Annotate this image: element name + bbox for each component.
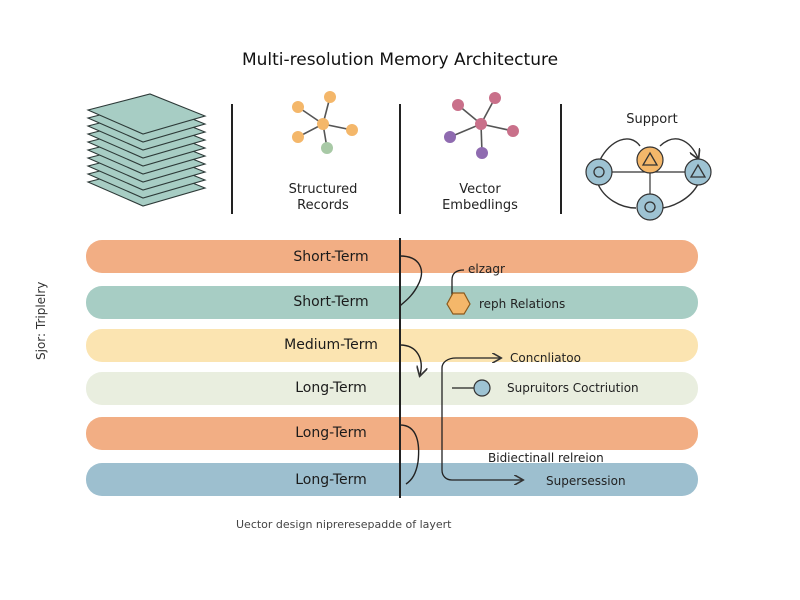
- graph-relations-hexagon-icon: [446, 292, 471, 315]
- vector-caption-line-1: Vector: [459, 182, 501, 197]
- vector-embeddings-caption: Vector Embedlings: [420, 182, 540, 214]
- memory-band-3: [86, 329, 698, 362]
- footnote: Uector design nipreresepadde of layert: [236, 518, 452, 531]
- memory-band-4: [86, 372, 698, 405]
- structured-records-graph-icon: [292, 91, 358, 154]
- structured-caption-line-2: Records: [297, 198, 349, 213]
- stack-layer-10: [86, 93, 207, 135]
- band-label-3: Medium-Term: [284, 337, 378, 353]
- support-caption: Support: [626, 112, 678, 127]
- memory-band-2: [86, 286, 698, 319]
- side-axis-label: Sjor: Triplelry: [34, 281, 48, 360]
- stacked-layers-icon: [86, 93, 207, 207]
- band-label-5: Long-Term: [295, 425, 367, 441]
- annotation-elzagr: elzagr: [468, 262, 505, 276]
- band-label-4: Long-Term: [295, 380, 367, 396]
- band-label-1: Short-Term: [293, 249, 369, 265]
- annotation-supersession: Supersession: [546, 474, 626, 488]
- annotation-consolidation: Concnliatoo: [510, 351, 581, 365]
- annotation-connectors: [441, 269, 522, 480]
- band-label-2: Short-Term: [293, 294, 369, 310]
- diagram-title: Multi-resolution Memory Architecture: [241, 50, 559, 70]
- vector-caption-line-2: Embedlings: [442, 198, 518, 213]
- vector-embeddings-graph-icon: [444, 92, 519, 159]
- layer-brackets: [399, 255, 421, 485]
- support-cycle-icon: [585, 138, 712, 221]
- annotation-supervisors: Supruitors Coctriution: [507, 381, 639, 395]
- structured-records-caption: Structured Records: [263, 182, 383, 214]
- annotation-graph-relations: reph Relations: [479, 297, 566, 311]
- memory-band-5: [86, 417, 698, 450]
- annotation-bidirectional: Bidiectinall relreion: [488, 451, 604, 465]
- memory-band-6: [86, 463, 698, 496]
- memory-band-1: [86, 240, 698, 273]
- band-label-6: Long-Term: [295, 472, 367, 488]
- supervisors-node-icon: [473, 379, 491, 397]
- structured-caption-line-1: Structured: [288, 182, 358, 197]
